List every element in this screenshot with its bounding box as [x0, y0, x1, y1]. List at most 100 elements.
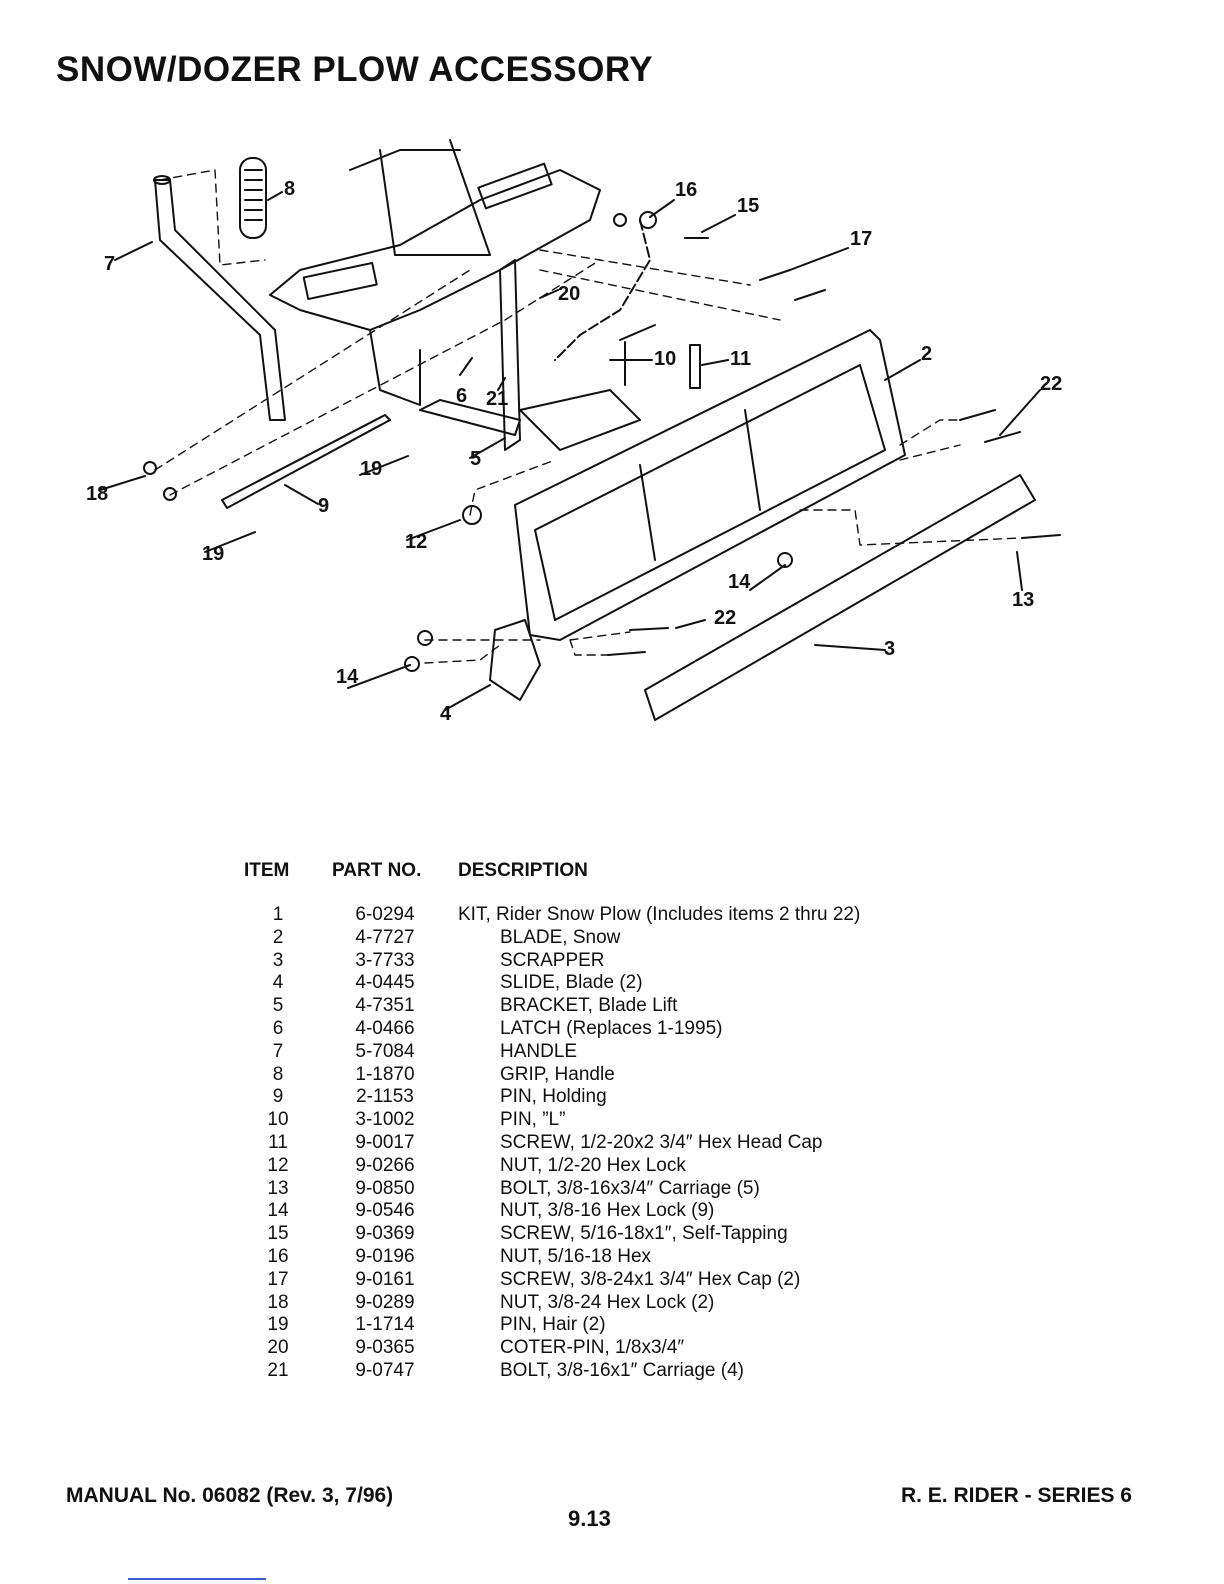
item-number: 1 — [272, 904, 284, 925]
deck-grille-left — [302, 261, 378, 301]
part-number: 9-0369 — [355, 1223, 415, 1245]
part-description: BOLT, 3/8-16x3/4″ Carriage (5) — [500, 1177, 760, 1199]
callout-19a: 19 — [360, 458, 382, 480]
item-number: 21 — [267, 1359, 289, 1381]
item-number: 2 — [272, 926, 284, 948]
part-description: PIN, ”L” — [500, 1109, 566, 1131]
callout-7: 7 — [104, 253, 115, 275]
item-number: 14 — [267, 1200, 289, 1222]
nut-14a — [417, 630, 433, 646]
series-label: R. E. RIDER - SERIES 6 — [900, 1484, 1132, 1507]
table-row: 21 9-0747 BOLT, 3/8-16x1″ Carriage (4) — [236, 1360, 860, 1383]
header-item: ITEM — [244, 860, 290, 881]
callout-11: 11 — [730, 348, 751, 370]
holding-pin-9 — [221, 414, 391, 509]
callout-8: 8 — [284, 178, 295, 200]
callout-10: 10 — [654, 348, 676, 370]
table-row: 18 9-0289 NUT, 3/8-24 Hex Lock (2) — [236, 1292, 860, 1315]
bottom-rule — [128, 1578, 266, 1580]
parts-table-header: ITEM PART NO. DESCRIPTION — [236, 860, 860, 904]
header-part-no: PART NO. — [332, 860, 422, 881]
callout-18: 18 — [86, 483, 108, 505]
callout-17: 17 — [850, 228, 872, 250]
part-description: LATCH (Replaces 1-1995) — [500, 1017, 723, 1039]
part-description: NUT, 1/2-20 Hex Lock — [500, 1154, 686, 1176]
callout-12: 12 — [405, 531, 427, 553]
callout-9: 9 — [318, 495, 329, 517]
screw-17a — [759, 269, 826, 301]
part-description: PIN, Hair (2) — [500, 1314, 606, 1336]
callout-15: 15 — [737, 195, 759, 217]
item-number: 7 — [272, 1040, 284, 1062]
manual-number: MANUAL No. 06082 (Rev. 3, 7/96) — [66, 1484, 394, 1507]
part-number: 4-0445 — [355, 972, 415, 994]
item-number: 5 — [272, 995, 284, 1017]
part-description: SLIDE, Blade (2) — [500, 972, 643, 994]
l-pin-10 — [619, 324, 656, 386]
parts-list-table: ITEM PART NO. DESCRIPTION 1 6-0294 KIT, Ri… — [236, 860, 860, 1383]
slide-4 — [489, 619, 541, 701]
callout-14a: 14 — [728, 571, 751, 593]
part-description: KIT, Rider Snow Plow (Includes items 2 t… — [458, 904, 861, 925]
item-number: 19 — [267, 1314, 289, 1336]
callout-5: 5 — [470, 448, 481, 470]
part-number: 6-0294 — [355, 904, 415, 925]
callout-14b: 14 — [336, 666, 359, 688]
snow-blade-2 — [514, 329, 906, 641]
part-number: 1-1870 — [355, 1063, 415, 1085]
part-number: 9-0546 — [355, 1200, 415, 1222]
item-number: 18 — [267, 1291, 289, 1313]
part-description: HANDLE — [500, 1040, 578, 1062]
bolt-22b — [607, 627, 669, 656]
grip-8 — [239, 157, 267, 239]
part-number: 2-1153 — [356, 1086, 414, 1108]
part-number: 9-0850 — [355, 1177, 415, 1199]
latch-bracket — [499, 259, 521, 451]
nut-12 — [462, 505, 482, 525]
callout-3: 3 — [884, 638, 895, 660]
bolt-13 — [1021, 534, 1061, 539]
table-row: 4 4-0445 SLIDE, Blade (2) — [236, 972, 860, 995]
part-number: 9-0289 — [355, 1291, 415, 1313]
part-number: 4-7727 — [355, 926, 415, 948]
callout-19b: 19 — [202, 543, 224, 565]
chain — [554, 219, 651, 361]
callout-20: 20 — [558, 283, 580, 305]
part-description: NUT, 3/8-24 Hex Lock (2) — [500, 1291, 715, 1313]
part-description: BOLT, 3/8-16x1″ Carriage (4) — [500, 1359, 744, 1381]
part-number: 5-7084 — [355, 1040, 415, 1062]
callout-2: 2 — [921, 343, 932, 365]
item-number: 17 — [267, 1268, 289, 1290]
part-number: 9-0747 — [355, 1359, 415, 1381]
part-description: SCREW, 1/2-20x2 3/4″ Hex Head Cap — [500, 1131, 823, 1153]
blade-lift-bracket-5 — [519, 389, 641, 451]
nut-16 — [613, 213, 627, 227]
table-row: 14 9-0546 NUT, 3/8-16 Hex Lock (9) — [236, 1200, 860, 1223]
deck-grille-right — [477, 162, 553, 210]
part-number: 9-0365 — [355, 1337, 415, 1359]
table-row: 2 4-7727 BLADE, Snow — [236, 927, 860, 950]
item-number: 11 — [268, 1131, 288, 1153]
part-description: BLADE, Snow — [500, 926, 621, 948]
item-number: 3 — [272, 949, 284, 971]
part-description: BRACKET, Blade Lift — [500, 995, 678, 1017]
part-description: NUT, 5/16-18 Hex — [500, 1245, 652, 1267]
item-number: 4 — [272, 972, 284, 994]
item-number: 10 — [267, 1109, 289, 1131]
part-number: 9-0196 — [355, 1245, 415, 1267]
part-number: 9-0161 — [355, 1268, 415, 1290]
callout-22b: 22 — [714, 607, 736, 629]
part-description: GRIP, Handle — [500, 1063, 615, 1085]
part-description: NUT, 3/8-16 Hex Lock (9) — [500, 1200, 715, 1222]
